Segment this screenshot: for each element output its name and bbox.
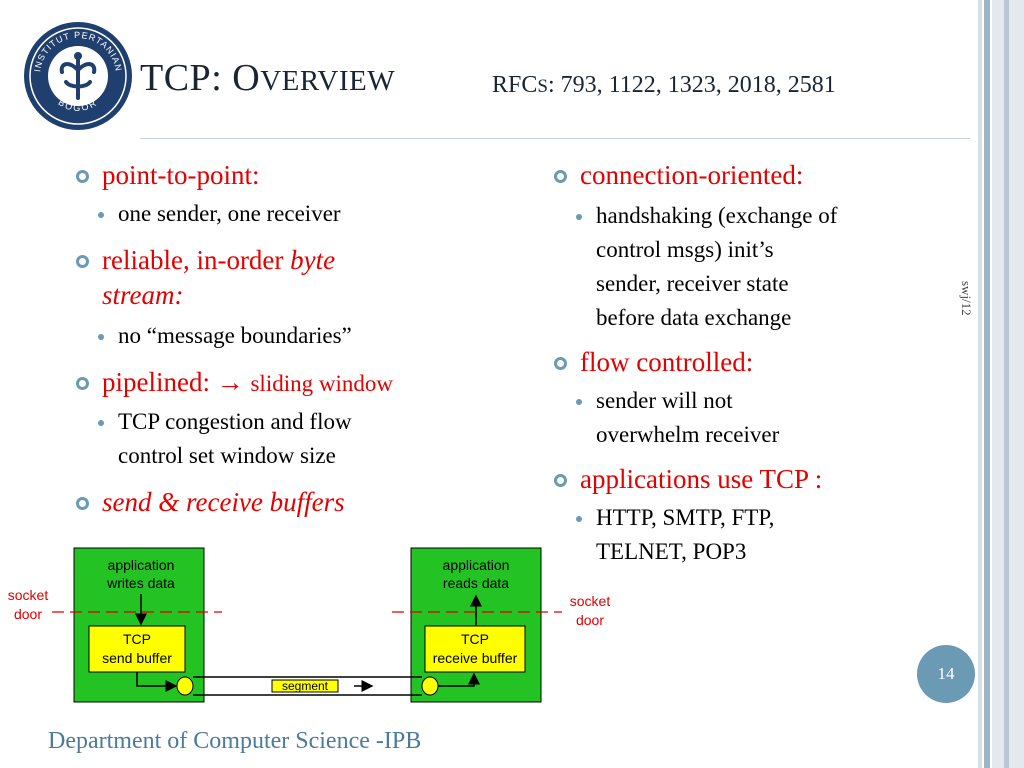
bullet-dot-icon <box>576 516 582 522</box>
receive-socket <box>421 676 439 696</box>
left-socket-door-label: socket <box>8 587 49 603</box>
send-buffer-label: TCP <box>123 631 151 647</box>
send-buffer-box <box>88 625 186 673</box>
left-app-label: writes data <box>106 575 175 591</box>
edge-stripe <box>1004 0 1009 768</box>
bullet-ring-icon <box>76 170 89 183</box>
segment-label: segment <box>282 679 329 693</box>
tcp-buffer-diagram: application writes data TCP send buffer … <box>8 547 611 703</box>
send-socket <box>176 676 194 696</box>
university-seal-logo: INSTITUT PERTANIAN BOGOR <box>24 22 132 130</box>
footer-text: Department of Computer Science -IPB <box>48 728 422 754</box>
bullet-dot-icon <box>98 212 104 218</box>
bullet-buffers: send & receive buffers <box>76 485 516 520</box>
receive-arrow <box>438 672 480 687</box>
right-app-label: reads data <box>443 575 509 591</box>
bullet-applications: applications use TCP : <box>554 462 974 497</box>
page-number-badge: 14 <box>917 645 975 703</box>
receive-buffer-label: receive buffer <box>433 650 518 666</box>
receive-buffer-box <box>424 625 526 673</box>
send-buffer-label: send buffer <box>102 650 172 666</box>
bullet-ring-icon <box>76 255 89 268</box>
right-column: connection-oriented: handshaking (exchan… <box>554 158 974 569</box>
right-socket-door-label: socket <box>570 593 611 609</box>
bullet-dot-icon <box>98 334 104 340</box>
left-column: point-to-point: one sender, one receiver… <box>76 158 516 520</box>
bullet-ring-icon <box>554 170 567 183</box>
bullet-point-to-point: point-to-point: <box>76 158 516 193</box>
send-arrow <box>136 672 178 692</box>
left-socket-door-label: door <box>14 606 42 622</box>
bullet-dot-icon <box>98 420 104 426</box>
sub-bullet: no “message boundaries” <box>76 319 516 353</box>
left-app-label: application <box>108 557 175 573</box>
bullet-flow-controlled: flow controlled: <box>554 345 974 380</box>
bullet-ring-icon <box>76 497 89 510</box>
title-divider <box>140 138 970 139</box>
sub-bullet: HTTP, SMTP, FTP,TELNET, POP3 <box>554 501 974 569</box>
bullet-pipelined: pipelined: → sliding window <box>76 365 516 401</box>
slide-title: TCP: OVERVIEW <box>140 57 396 99</box>
edge-stripe <box>978 0 982 768</box>
rfc-list: RFCS: 793, 1122, 1323, 2018, 2581 <box>492 72 836 98</box>
bullet-dot-icon <box>576 214 582 220</box>
right-socket-door-label: door <box>576 612 604 628</box>
bullet-dot-icon <box>576 399 582 405</box>
edge-stripe <box>984 0 990 768</box>
bullet-connection-oriented: connection-oriented: <box>554 158 974 193</box>
sub-bullet: one sender, one receiver <box>76 197 516 231</box>
right-app-label: application <box>443 557 510 573</box>
bullet-ring-icon <box>76 377 89 390</box>
receive-buffer-label: TCP <box>461 631 489 647</box>
bullet-ring-icon <box>554 357 567 370</box>
bullet-ring-icon <box>554 474 567 487</box>
side-label: swj/12 <box>959 280 974 316</box>
segment-box <box>271 679 339 693</box>
